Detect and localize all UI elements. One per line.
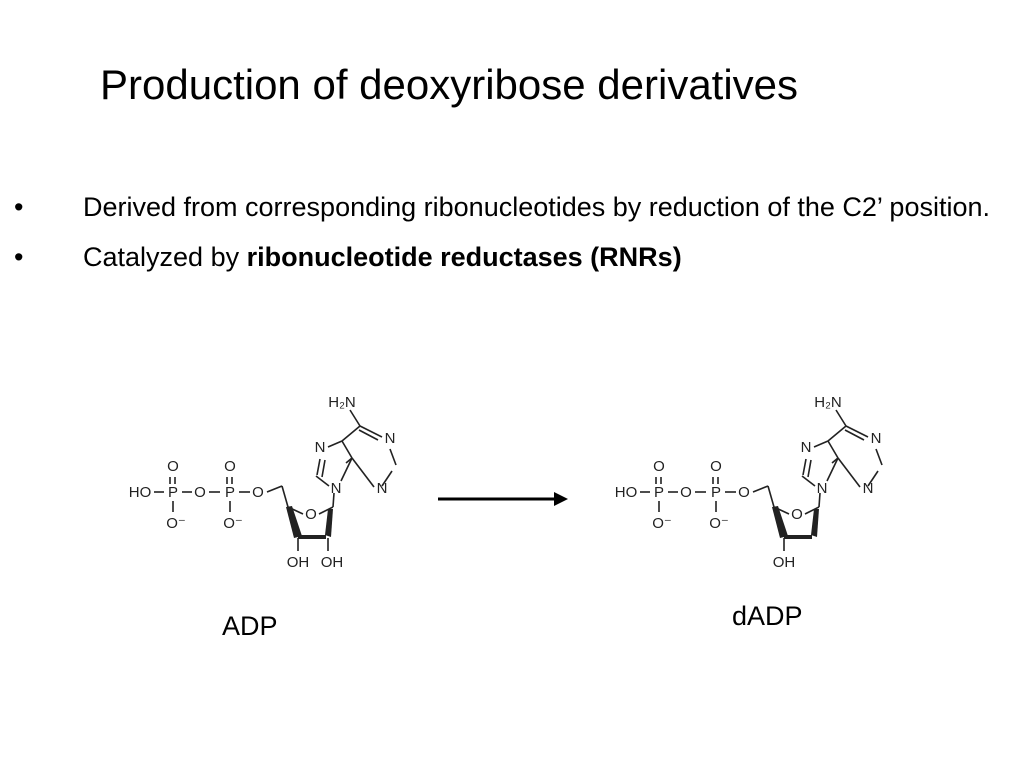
atom-p: P — [711, 484, 721, 501]
atom-o-minus: O⁻ — [709, 515, 729, 532]
atom-o: O — [710, 458, 722, 475]
atom-o: O — [194, 484, 206, 501]
bond — [807, 459, 812, 478]
atom-o: O — [680, 484, 692, 501]
wedge-bond — [325, 509, 333, 537]
bond — [845, 425, 869, 438]
slide-title: Production of deoxyribose derivatives — [100, 61, 799, 108]
bond — [318, 506, 334, 515]
atom-o-minus: O⁻ — [166, 515, 186, 532]
atom-o: O — [305, 506, 317, 523]
bond — [266, 485, 283, 493]
atom-oh: OH — [287, 554, 310, 571]
atom-n: N — [385, 430, 396, 447]
bond — [359, 425, 383, 438]
bond — [349, 409, 361, 427]
bond — [802, 458, 807, 476]
atom-h2n: H₂N — [814, 394, 842, 411]
bond — [381, 470, 393, 487]
atom-n: N — [331, 480, 342, 497]
atom-ho: HO — [129, 484, 152, 501]
atom-o: O — [167, 458, 179, 475]
bond — [341, 425, 361, 442]
bond — [827, 440, 839, 459]
bond — [332, 492, 335, 508]
wedge-bond — [811, 509, 819, 537]
atom-n: N — [315, 439, 326, 456]
atom-n: N — [377, 480, 388, 497]
wedge-bond — [286, 506, 302, 538]
bond — [315, 475, 330, 487]
atom-oh: OH — [321, 554, 344, 571]
atom-p: P — [168, 484, 178, 501]
atom-o: O — [653, 458, 665, 475]
bond — [826, 457, 839, 482]
bond — [844, 429, 865, 441]
bond — [341, 440, 353, 459]
bond — [801, 475, 816, 487]
right-arrow-icon — [438, 487, 568, 518]
bond — [321, 459, 326, 478]
atom-p: P — [225, 484, 235, 501]
atom-o-minus: O⁻ — [223, 515, 243, 532]
bullet-item-2: • Catalyzed by ribonucleotide reductases… — [14, 238, 1004, 276]
bond — [818, 492, 821, 508]
bond — [827, 425, 847, 442]
bond — [340, 457, 353, 482]
bond — [813, 440, 829, 448]
bond — [389, 448, 397, 466]
bullet-marker: • — [14, 192, 24, 222]
bullet-marker: • — [14, 242, 24, 272]
atom-p: P — [654, 484, 664, 501]
bond — [835, 409, 847, 427]
adp-label: ADP — [222, 611, 278, 641]
bond — [327, 440, 343, 448]
bond — [804, 506, 820, 515]
bond — [767, 485, 775, 508]
atom-o: O — [224, 458, 236, 475]
bond — [752, 485, 769, 493]
bond — [867, 470, 879, 487]
atom-n: N — [871, 430, 882, 447]
bond — [351, 457, 375, 488]
atom-n: N — [817, 480, 828, 497]
bond — [281, 485, 289, 508]
atom-n: N — [801, 439, 812, 456]
atom-h2n: H₂N — [328, 394, 356, 411]
atom-o: O — [791, 506, 803, 523]
bullet-text-1: Derived from corresponding ribonucleotid… — [83, 192, 990, 222]
bullet-text-2-prefix: Catalyzed by — [83, 242, 247, 272]
atom-oh: OH — [773, 554, 796, 571]
dadp-label: dADP — [732, 601, 803, 631]
atom-o-minus: O⁻ — [652, 515, 672, 532]
atom-o: O — [738, 484, 750, 501]
atom-ho: HO — [615, 484, 638, 501]
bullet-item-1: • Derived from corresponding ribonucleot… — [14, 188, 1004, 226]
bond — [358, 429, 379, 441]
bullet-text-2-bold: ribonucleotide reductases (RNRs) — [246, 242, 682, 272]
bullet-list: • Derived from corresponding ribonucleot… — [14, 188, 1004, 288]
bond — [316, 458, 321, 476]
atom-n: N — [863, 480, 874, 497]
wedge-bond — [772, 506, 788, 538]
bond — [837, 457, 861, 488]
atom-o: O — [252, 484, 264, 501]
bond — [875, 448, 883, 466]
